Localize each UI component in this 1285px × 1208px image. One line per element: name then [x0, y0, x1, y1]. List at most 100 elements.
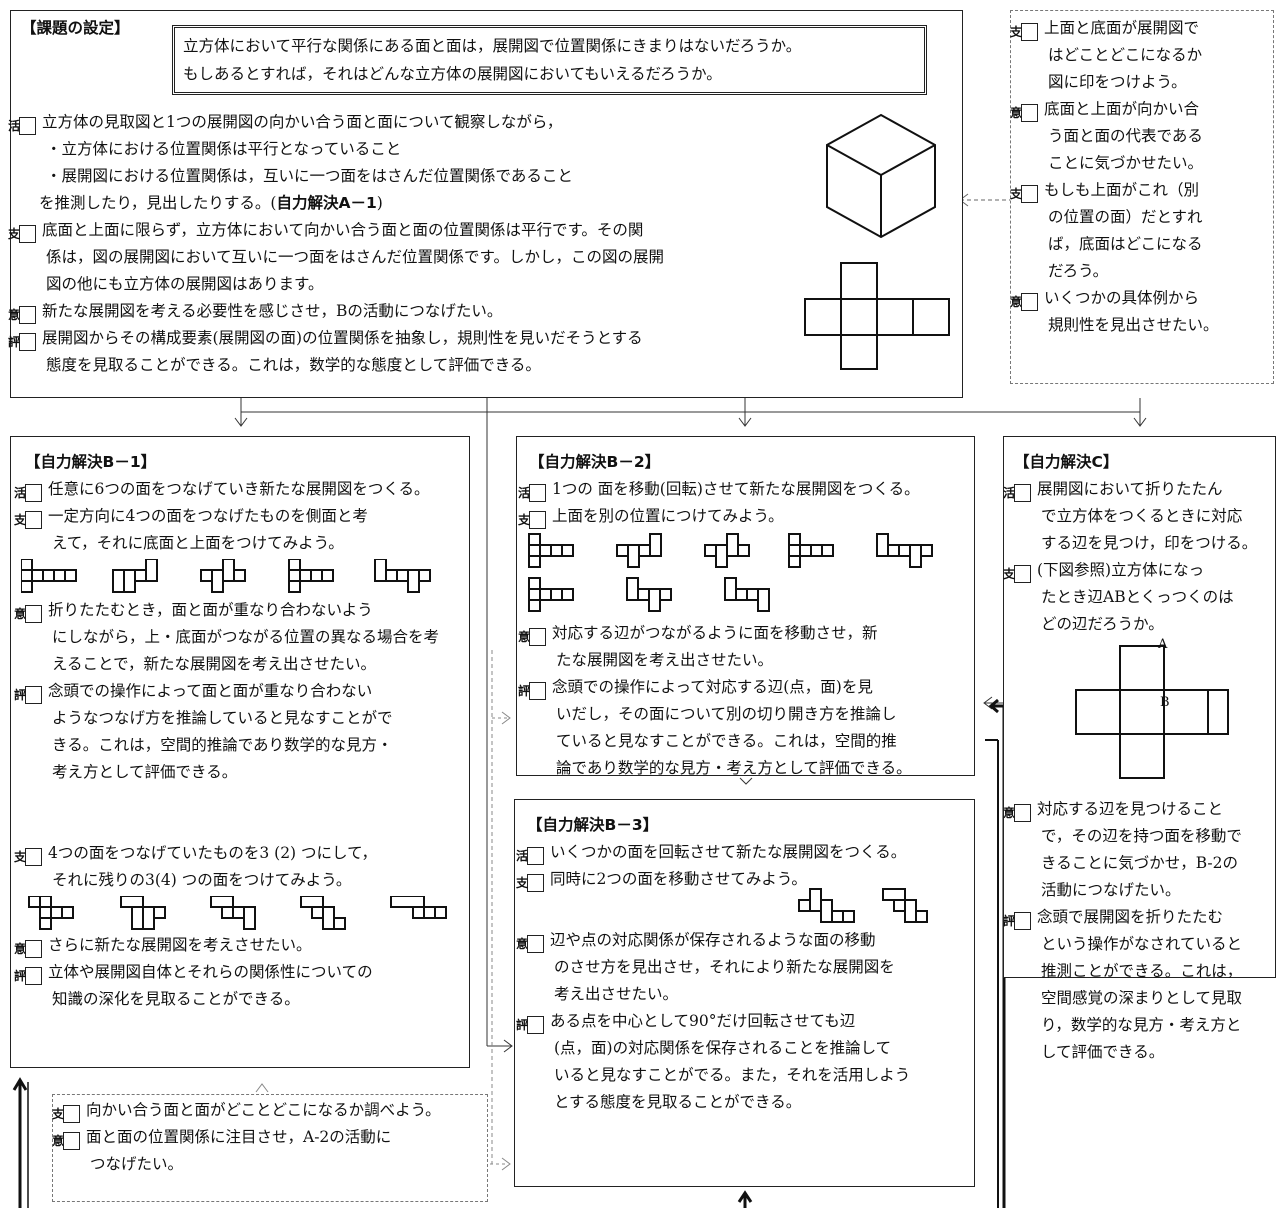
b1-title: 【自力解決B－1】 — [25, 453, 157, 471]
item-text: 念頭で展開図を折りたたむ — [1037, 908, 1224, 926]
item-text: もしも上面がこれ（別 — [1044, 181, 1200, 199]
item-text: う面と面の代表である — [1048, 127, 1203, 145]
item-text: いだし，その面について別の切り開き方を推論し — [556, 705, 897, 723]
item-text: 対応する辺がつながるように面を移動させ，新 — [552, 624, 878, 642]
item-text: ば，底面はどこになる — [1048, 235, 1203, 253]
item-text: 1つの 面を移動(回転)させて新たな展開図をつくる。 — [552, 480, 920, 498]
b1-item: 意さらに新たな展開図を考えさせたい。 — [14, 932, 455, 959]
item-text: きる。これは，空間的推論であり数学的な見方・ — [52, 736, 393, 754]
task-setting-title: 【課題の設定】 — [21, 19, 130, 37]
item-text: する辺を見つけ，印をつける。 — [1041, 534, 1258, 552]
item-emphasis: 自力解決A－1 — [276, 194, 377, 212]
tag-badge: 活 — [14, 484, 42, 502]
solution-c-box: 【自力解決C】 活展開図において折りたたんで立方体をつくるときに対応する辺を見つ… — [1003, 436, 1276, 1061]
item-text: つなげたい。 — [90, 1155, 184, 1173]
side-note-item: 支もしも上面がこれ（別の位置の面）だとすれば，底面はどこになるだろう。 — [1010, 177, 1263, 285]
c-net-figure — [1075, 645, 1229, 779]
item-text: 規則性を見出させたい。 — [1048, 316, 1219, 334]
b3-item: 意辺や点の対応関係が保存されるような面の移動のさせ方を見出させ，それにより新たな… — [516, 927, 962, 1008]
b1-item: 活任意に6つの面をつなげていき新たな展開図をつくる。 — [14, 476, 455, 503]
item-text: 図に印をつけよう。 — [1048, 73, 1187, 91]
c-item: 意対応する辺を見つけることで，その辺を持つ面を移動できることに気づかせ，B-2の… — [1003, 796, 1265, 904]
tag-badge: 活 — [518, 484, 546, 502]
b3-item: 評ある点を中心として90°だけ回転させても辺(点，面)の対応関係を保存されること… — [516, 1008, 962, 1116]
tag-badge: 評 — [14, 686, 42, 704]
task-setting-box: 【課題の設定】 立方体において平行な関係にある面と面は，展開図で位置関係にきまり… — [8, 10, 963, 398]
item-text: ていると見なすことができる。これは，空間的推 — [556, 732, 897, 750]
item-text: という操作がなされていると — [1041, 935, 1243, 953]
item-text: ・立方体における位置関係は平行となっていること — [46, 140, 402, 158]
tag-badge: 評 — [14, 967, 42, 985]
bottom-note-item: 意面と面の位置関係に注目させ，A-2の活動につなげたい。 — [52, 1124, 477, 1178]
item-text: 新たな展開図を考える必要性を感じさせ，Bの活動につなげたい。 — [42, 302, 503, 320]
solution-b3-box: 【自力解決B－3】 活いくつかの面を回転させて新たな展開図をつくる。 支同時に2… — [514, 799, 975, 1187]
task-theme-box: 立方体において平行な関係にある面と面は，展開図で位置関係にきまりはないだろうか。… — [172, 25, 927, 95]
item-text: 展開図において折りたたん — [1037, 480, 1223, 498]
item-text: だろう。 — [1048, 262, 1109, 280]
item-text: のさせ方を見出させ，それにより新たな展開図を — [554, 958, 895, 976]
item-text: 活動につなげたい。 — [1041, 881, 1181, 899]
tag-badge: 評 — [8, 333, 36, 351]
b2-net-figures — [528, 533, 933, 612]
item-text: 上面を別の位置につけてみよう。 — [552, 507, 784, 525]
c-item: 評念頭で展開図を折りたたむという操作がなされていると推測ことができる。これは，空… — [1003, 904, 1265, 1066]
task-items: 活立方体の見取図と1つの展開図の向かい合う面と面について観察しながら， ・立方体… — [8, 109, 809, 379]
item-text: ・展開図における位置関係は，互いに一つ面をはさんだ位置関係であること — [46, 167, 573, 185]
item-text: の位置の面）だとすれ — [1048, 208, 1203, 226]
tag-badge: 評 — [516, 1016, 544, 1034]
item-text: いくつかの面を回転させて新たな展開図をつくる。 — [550, 843, 907, 861]
item-text: 念頭での操作によって面と面が重なり合わない — [48, 682, 373, 700]
net-vertex-b: B — [1160, 695, 1170, 710]
side-note-item: 意底面と上面が向かい合う面と面の代表であることに気づかせたい。 — [1010, 96, 1263, 177]
item-text: (下図参照)立方体になっ — [1037, 561, 1205, 579]
tag-badge: 支 — [1003, 565, 1031, 583]
item-text: 向かい合う面と面がどことどこになるか調べよう。 — [86, 1101, 441, 1119]
item-text: 上面と底面が展開図で — [1044, 19, 1200, 37]
item-text: 立方体の見取図と1つの展開図の向かい合う面と面について観察しながら， — [42, 113, 563, 131]
item-text: 底面と上面に限らず，立方体において向かい合う面と面の位置関係は平行です。その関 — [42, 221, 644, 239]
solution-b1-box: 【自力解決B－1】 活任意に6つの面をつなげていき新たな展開図をつくる。 支一定… — [10, 436, 470, 1068]
item-text: いくつかの具体例から — [1044, 289, 1200, 307]
b1-item: 意折りたたむとき，面と面が重なり合わないようにしながら，上・底面がつながる位置の… — [14, 597, 455, 678]
tag-badge: 活 — [516, 847, 544, 865]
task-item-intent: 意新たな展開図を考える必要性を感じさせ，Bの活動につなげたい。 — [8, 298, 809, 325]
item-text: 考え方として評価できる。 — [52, 763, 238, 781]
item-text: どの辺だろうか。 — [1041, 615, 1164, 633]
b1-item: 評立体や展開図自体とそれらの関係性についての知識の深化を見取ることができる。 — [14, 959, 455, 1013]
item-text: それに残りの3(4) つの面をつけてみよう。 — [52, 871, 352, 889]
item-text: ことに気づかせたい。 — [1048, 154, 1204, 172]
item-text: たな展開図を考え出させたい。 — [556, 651, 774, 669]
side-note-box: 支上面と底面が展開図ではどことどこになるか図に印をつけよう。 意底面と上面が向か… — [1010, 10, 1274, 384]
tag-badge: 意 — [516, 935, 544, 953]
task-item-conclusion: を推測したり，見出したりする。(自力解決A－1) — [19, 190, 809, 217]
side-note-item: 意いくつかの具体例から規則性を見出させたい。 — [1010, 285, 1263, 339]
b1-item: 支一定方向に4つの面をつなげたものを側面と考えて，それに底面と上面をつけてみよう… — [14, 503, 455, 557]
item-text: して評価できる。 — [1041, 1043, 1165, 1061]
item-text: で立方体をつくるときに対応 — [1041, 507, 1243, 525]
bottom-note-item: 支向かい合う面と面がどことどこになるか調べよう。 — [52, 1097, 477, 1124]
tag-badge: 支 — [14, 511, 42, 529]
side-note-item: 支上面と底面が展開図ではどことどこになるか図に印をつけよう。 — [1010, 15, 1263, 96]
tag-badge: 意 — [8, 306, 36, 324]
tag-badge: 評 — [1003, 912, 1031, 930]
item-text: 面と面の位置関係に注目させ，A-2の活動に — [86, 1128, 392, 1146]
b3-item: 支同時に2つの面を移動させてみよう。 — [516, 866, 962, 893]
b2-item: 意対応する辺がつながるように面を移動させ，新たな展開図を考え出させたい。 — [518, 620, 962, 674]
tag-badge: 意 — [52, 1132, 80, 1150]
item-text: 考え出させたい。 — [554, 985, 679, 1003]
tag-badge: 支 — [8, 225, 36, 243]
c-title: 【自力解決C】 — [1014, 453, 1119, 471]
item-text: 対応する辺を見つけること — [1037, 800, 1224, 818]
tag-badge: 意 — [1010, 104, 1038, 122]
item-text: 係は，図の展開図において互いに一つ面をはさんだ位置関係です。しかし，この図の展開 — [46, 248, 664, 266]
item-text: えることで，新たな展開図を考え出させたい。 — [52, 655, 376, 673]
item-text: 念頭での操作によって対応する辺(点，面)を見 — [552, 678, 873, 696]
item-text: 任意に6つの面をつなげていき新たな展開図をつくる。 — [48, 480, 430, 498]
b1-net-row-2 — [28, 896, 447, 930]
tag-badge: 支 — [14, 848, 42, 866]
b2-item: 活 1つの 面を移動(回転)させて新たな展開図をつくる。 — [518, 476, 962, 503]
task-item-activity: 活立方体の見取図と1つの展開図の向かい合う面と面について観察しながら， ・立方体… — [8, 109, 809, 190]
c-item: 活展開図において折りたたんで立方体をつくるときに対応する辺を見つけ，印をつける。 — [1003, 476, 1265, 557]
item-text: 辺や点の対応関係が保存されるような面の移動 — [550, 931, 876, 949]
